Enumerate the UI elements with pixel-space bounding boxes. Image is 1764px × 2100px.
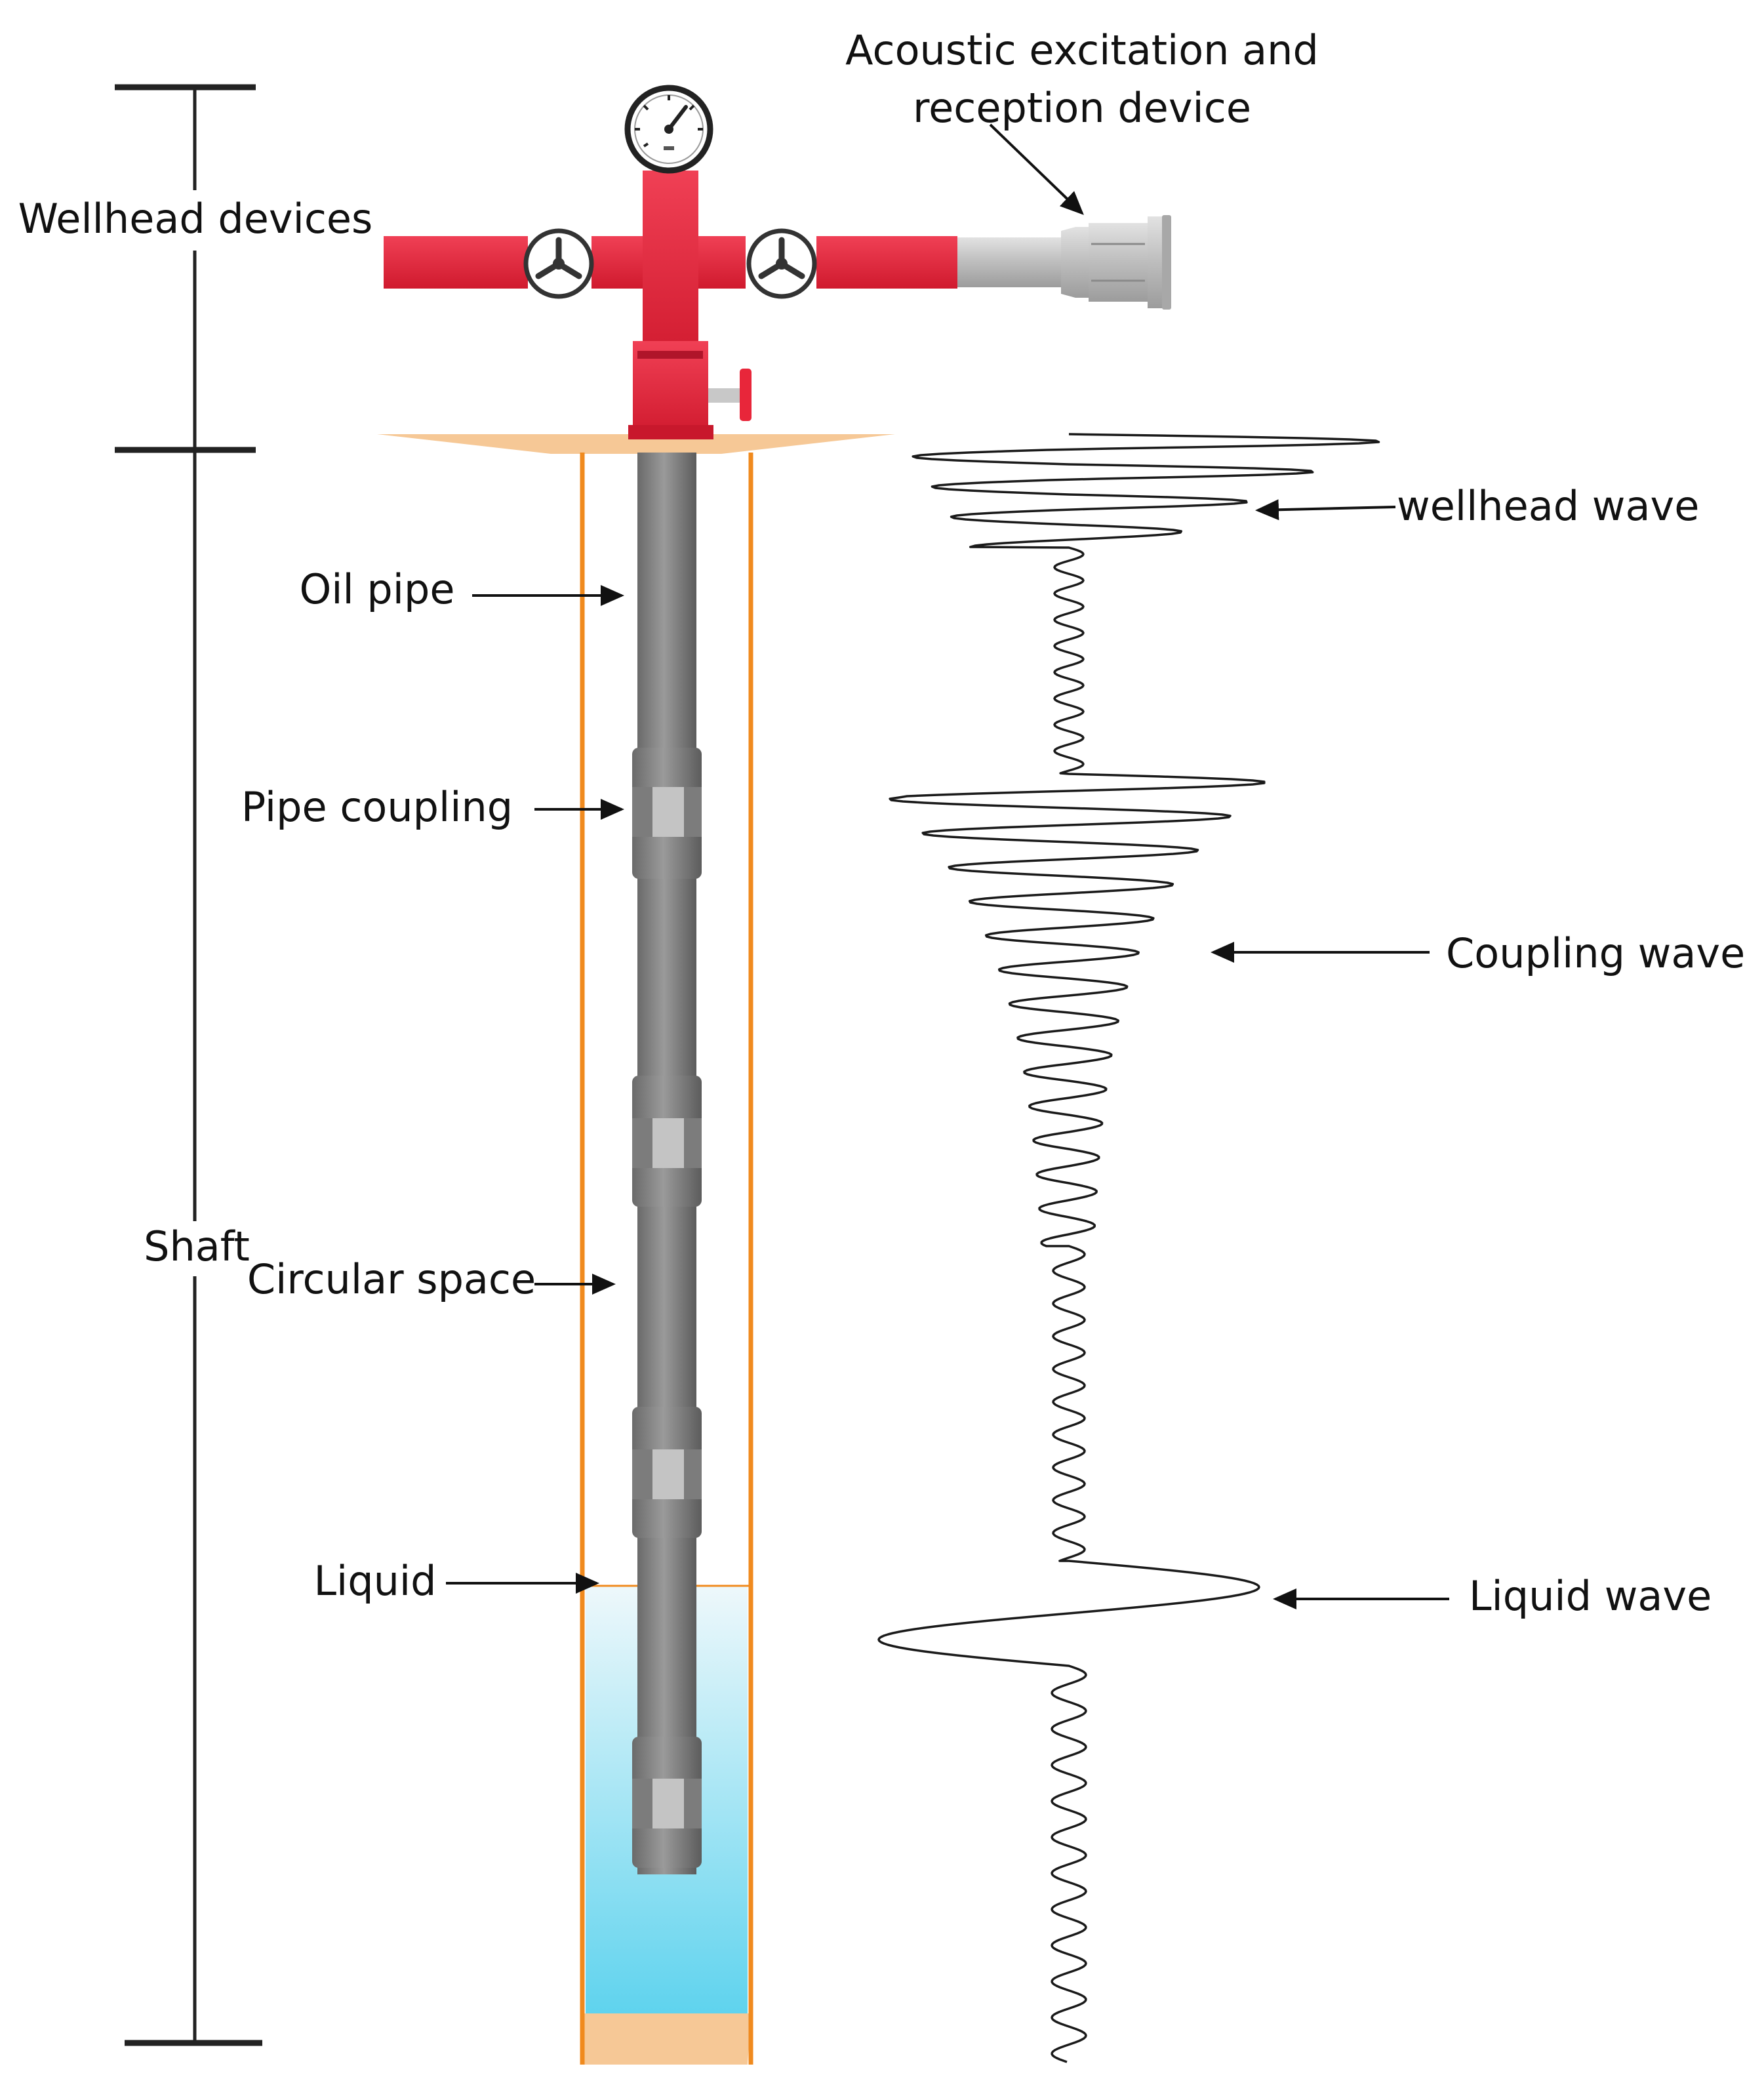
shaft-label: Shaft <box>144 1222 250 1270</box>
wellhead-assembly <box>384 85 957 439</box>
casing-bottom <box>580 2013 751 2065</box>
acoustic-device-icon <box>957 215 1171 310</box>
liquid-label: Liquid <box>314 1557 437 1605</box>
acoustic-waveform <box>877 433 1380 2063</box>
wellhead-devices-label: Wellhead devices <box>18 195 373 243</box>
wellhead-base-collar <box>628 425 713 439</box>
pressure-gauge-icon <box>624 85 713 174</box>
pipe-coupling-label: Pipe coupling <box>241 783 513 831</box>
acoustic-device-label-line2: reception device <box>913 84 1251 132</box>
coupling-wave-label: Coupling wave <box>1446 929 1745 977</box>
pipe-coupling <box>632 748 702 879</box>
oil-pipe <box>632 453 702 1874</box>
wellhead-right-arm <box>816 236 957 289</box>
liquid-wave-label: Liquid wave <box>1469 1572 1712 1620</box>
wellhead-left-arm <box>384 236 528 289</box>
wellhead-vertical-stem <box>643 171 698 367</box>
wellhead-wave-arrow <box>1255 499 1396 521</box>
wellhead-wave-label: wellhead wave <box>1397 482 1699 530</box>
handwheel-valve-icon <box>746 228 817 299</box>
circular-space-label: Circular space <box>247 1255 536 1303</box>
acoustic-device-label-line1: Acoustic excitation and <box>845 26 1319 74</box>
oil-pipe-label: Oil pipe <box>299 565 454 613</box>
pipe-coupling <box>632 1737 702 1868</box>
scale-bar <box>115 84 262 2046</box>
ground-plate <box>377 434 895 454</box>
handwheel-valve-icon <box>523 228 594 299</box>
pipe-coupling <box>632 1076 702 1207</box>
side-valve-icon <box>708 369 752 421</box>
acoustic-device-arrow <box>989 123 1084 215</box>
pipe-coupling <box>632 1407 702 1538</box>
